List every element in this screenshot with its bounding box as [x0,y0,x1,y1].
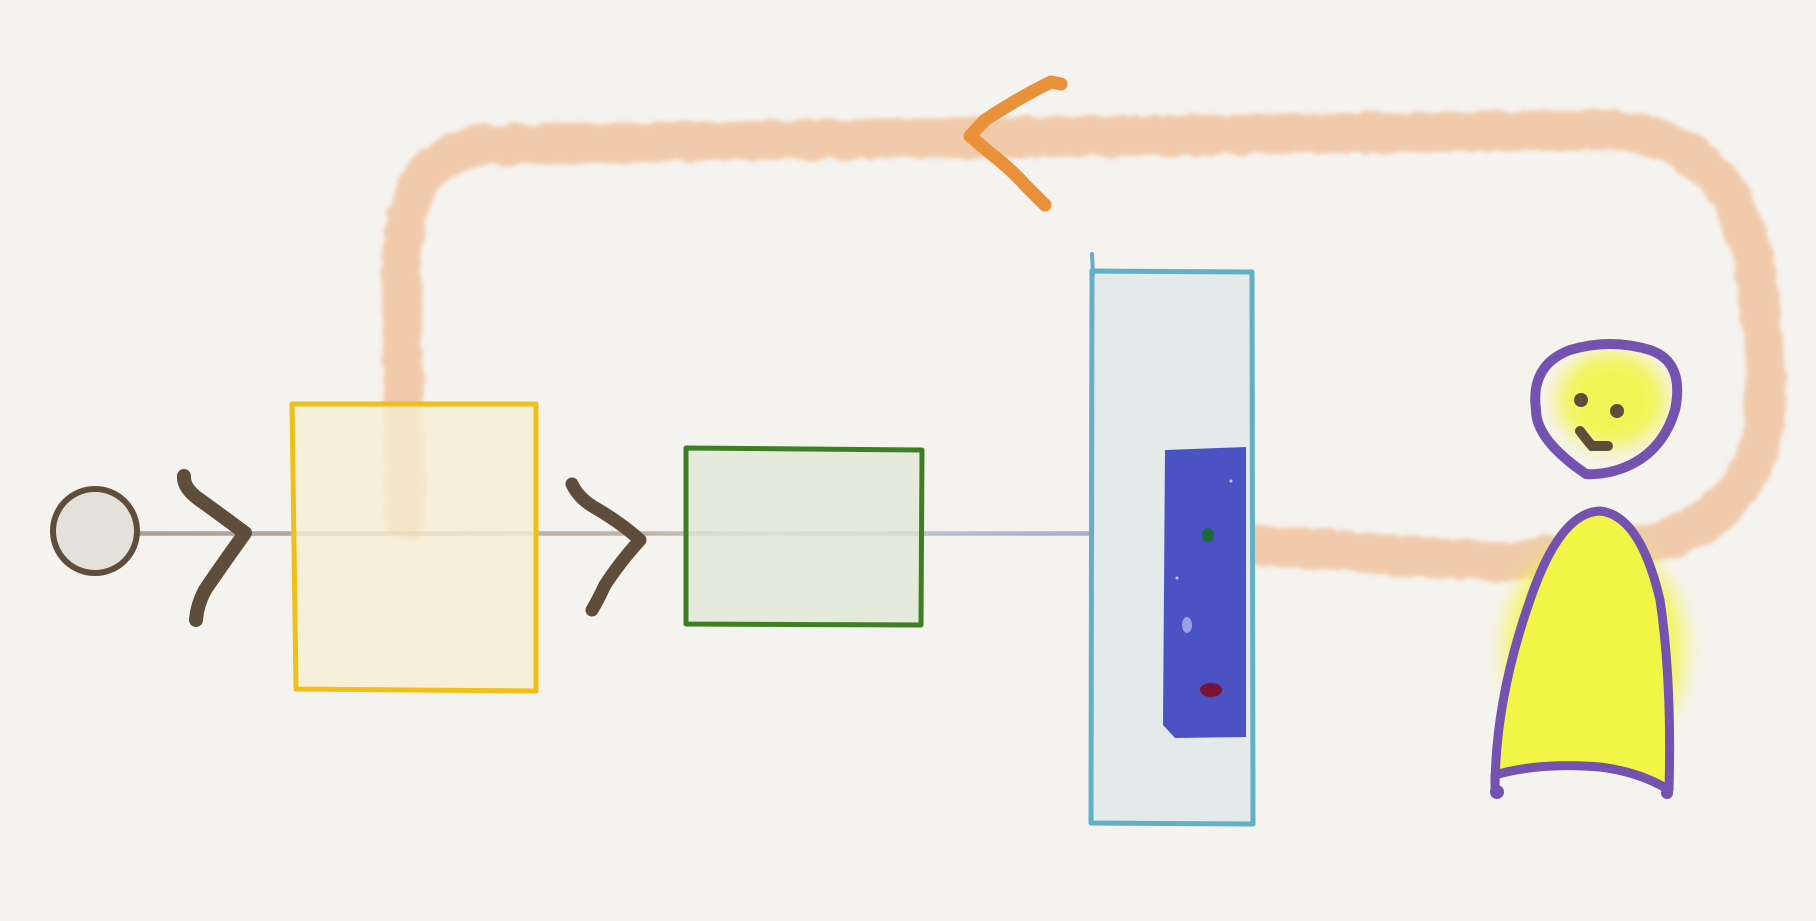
head-glow [1557,352,1667,448]
mouth [1575,426,1613,451]
device-screen [1163,447,1246,738]
chevron-left-icon [963,75,1068,212]
device-panel-edge-mark [1090,252,1095,277]
main-flow-path [115,512,1180,555]
foot-left [1490,785,1504,799]
screen-dot-green [1202,528,1214,542]
screen-dot-red [1200,683,1222,697]
process-box-yellow [289,401,539,694]
user-body [1490,506,1675,795]
chevron-right-icon [565,477,647,617]
eye-left [1574,393,1588,407]
screen-dot-light [1182,617,1192,633]
screen-speck [1229,479,1233,483]
start-node [50,486,140,576]
user-figure [1490,339,1685,799]
foot-right [1661,787,1673,799]
screen-speck [1175,576,1179,580]
process-box-green [683,445,925,628]
eye-right [1610,404,1624,418]
chevron-right-icon [176,469,252,627]
user-head [1530,339,1683,480]
feedback-loop-path [381,110,1787,582]
